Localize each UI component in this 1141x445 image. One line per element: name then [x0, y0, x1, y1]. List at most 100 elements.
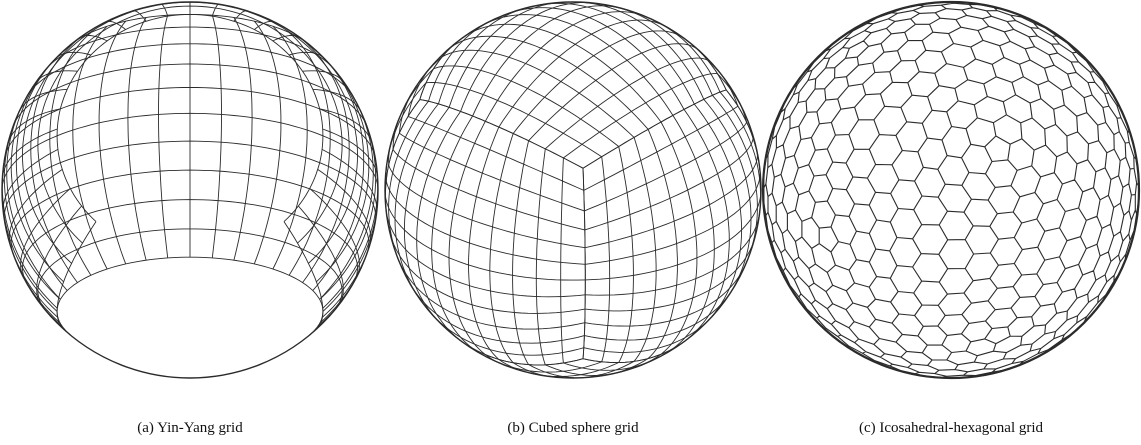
cube-face-2-line — [528, 43, 698, 142]
yin-longitude-line — [253, 20, 282, 265]
yang-longitude-line — [2, 149, 59, 213]
cube-face-2-line — [484, 11, 647, 122]
caption-yin-yang: (a) Yin-Yang grid — [137, 420, 243, 436]
yin-latitude-line — [56, 256, 324, 337]
cube-face-4-line — [468, 126, 500, 360]
cube-face-4-line — [388, 100, 429, 264]
panel-yin-yang — [0, 0, 380, 380]
cube-face-0-line — [585, 211, 761, 296]
cube-face-4-line — [396, 256, 585, 330]
yin-longitude-line — [319, 96, 374, 300]
yang-longitude-line — [317, 169, 372, 247]
yin-longitude-line — [127, 17, 147, 261]
yin-longitude-line — [49, 32, 92, 276]
cube-face-4-line — [448, 121, 486, 355]
yin-longitude-line — [312, 55, 365, 291]
cube-face-2-line — [472, 5, 622, 117]
cube-face-4-line — [385, 211, 586, 298]
yang-longitude-line — [34, 70, 78, 84]
cube-face-2-line — [451, 35, 649, 130]
yang-longitude-line — [6, 108, 61, 147]
sphere-outline — [1, 1, 379, 379]
yang-longitude-line — [1, 128, 58, 178]
yang-longitude-line — [298, 205, 344, 305]
yang-longitude-line — [319, 108, 374, 147]
cube-face-0-line — [693, 103, 743, 327]
cube-face-0-line — [618, 146, 634, 363]
yin-longitude-line — [233, 17, 253, 261]
cube-face-0-line — [725, 89, 761, 171]
yang-longitude-line — [17, 88, 68, 114]
yin-longitude-line — [288, 32, 331, 276]
yin-longitude-line — [211, 15, 222, 258]
cube-face-4-line — [389, 230, 586, 314]
cube-face-2-line — [563, 73, 718, 159]
cube-face-2-line — [419, 99, 584, 169]
cube-face-2-line — [498, 19, 668, 128]
cube-face-5-line — [725, 89, 761, 171]
yang-latitude-line — [12, 254, 368, 323]
yang-longitude-line — [56, 221, 97, 330]
cube-face-2-line — [448, 1, 562, 108]
yang-longitude-line — [321, 149, 378, 213]
yin-longitude-line — [15, 55, 68, 291]
sphere-outline — [761, 0, 1141, 380]
cube-face-0-line — [585, 237, 756, 312]
caption-cubed-sphere: (b) Cubed sphere grid — [507, 420, 639, 436]
cube-face-2-line — [433, 65, 619, 147]
cube-face-4-line — [399, 132, 585, 212]
yang-longitude-line — [8, 169, 63, 247]
cube-face-2-line — [437, 6, 530, 105]
yang-longitude-line — [272, 34, 301, 42]
yang-longitude-line — [161, 3, 169, 17]
cube-face-4-line — [512, 140, 530, 365]
panel-icosahedral — [761, 0, 1141, 380]
yin-longitude-line — [158, 15, 169, 258]
cube-face-0-line — [585, 153, 758, 249]
yin-longitude-line — [98, 20, 127, 265]
sphere-outline — [384, 1, 762, 379]
yang-longitude-line — [36, 205, 82, 305]
cube-face-0-line — [583, 105, 739, 191]
panel-cubed-sphere — [383, 0, 763, 380]
hexagonal-cell-edges — [763, 1, 1140, 379]
yang-longitude-line — [20, 188, 71, 279]
yang-longitude-line — [211, 3, 219, 17]
cube-face-4-line — [408, 282, 585, 344]
cube-face-0-line — [703, 99, 752, 302]
cube-face-4-line — [582, 168, 586, 359]
yang-latitude-line — [58, 324, 322, 330]
cube-face-4-line — [403, 107, 450, 328]
cube-face-2-line — [533, 2, 695, 105]
cube-face-4-line — [407, 116, 584, 191]
cube-face-2-line — [582, 89, 727, 169]
cube-face-0-line — [633, 137, 657, 362]
yin-longitude-line — [72, 25, 108, 270]
yang-longitude-line — [309, 188, 360, 279]
cube-face-4-line — [388, 164, 586, 249]
cube-face-0-line — [585, 168, 761, 265]
cube-face-2-line — [545, 57, 708, 150]
cube-face-0-line — [601, 156, 611, 362]
cube-face-3-line — [606, 358, 649, 376]
yin-longitude-line — [272, 25, 308, 270]
cube-face-2-line — [572, 1, 705, 100]
yang-longitude-line — [302, 70, 346, 84]
cube-face-4-line — [384, 195, 586, 281]
yang-longitude-line — [283, 221, 324, 330]
cube-face-4-line — [392, 149, 585, 231]
yin-longitude-line — [6, 96, 61, 300]
cube-face-4-line — [560, 157, 564, 364]
cubed-sphere-sphere — [384, 1, 762, 379]
caption-icosahedral: (c) Icosahedral-hexagonal grid — [858, 420, 1044, 436]
icosahedral-sphere — [761, 0, 1141, 380]
yin-yang-sphere — [1, 1, 379, 379]
yang-longitude-line — [322, 128, 379, 178]
cube-face-4-line — [535, 148, 546, 365]
cube-face-0-line — [584, 259, 749, 327]
cube-face-4-line — [419, 99, 584, 169]
cube-face-2-line — [508, 7, 685, 110]
cube-face-4-line — [416, 111, 461, 341]
cube-face-2-line — [460, 2, 595, 112]
yang-longitude-line — [312, 88, 363, 114]
